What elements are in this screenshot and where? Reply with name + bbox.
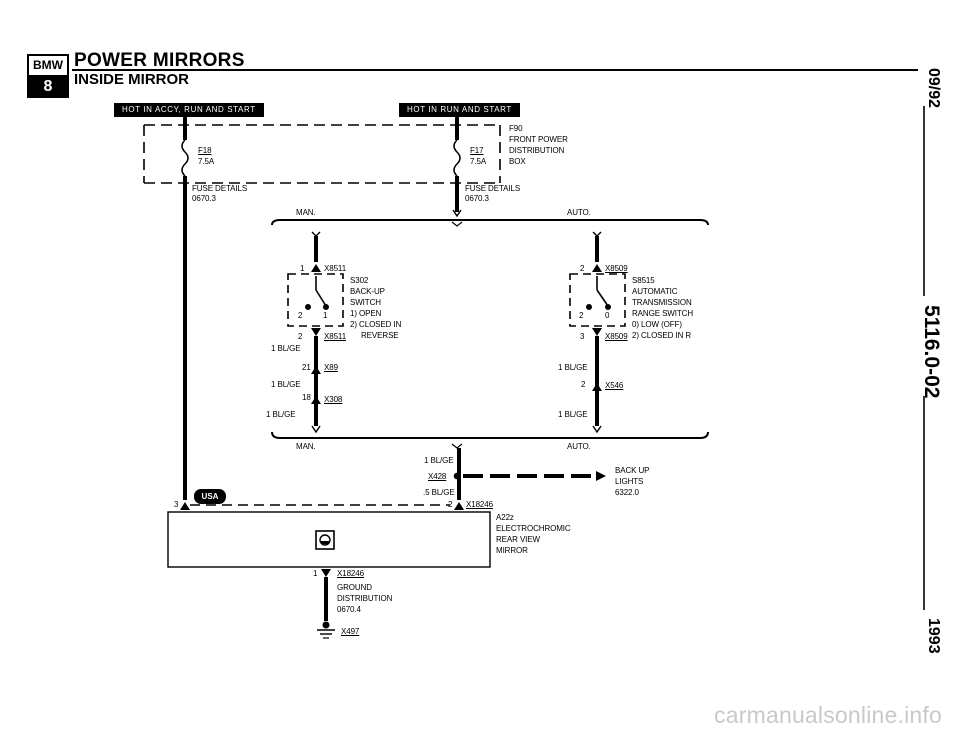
man-wire2: 1 BL/GE [271,380,301,389]
man-pin18: 18 [302,393,311,402]
man-switch-pos2: 2) CLOSED IN [350,320,402,329]
watermark: carmanualsonline.info [714,702,942,728]
man-x89: X89 [324,363,338,372]
man-switch-line2: SWITCH [350,298,381,307]
side-code: 5116.0-02 [920,305,943,399]
man-x308: X308 [324,395,343,404]
auto-wire1: 1 BL/GE [558,363,588,372]
backup-lights-ref: 6322.0 [615,488,639,497]
auto-pin2: 2 [581,380,586,389]
right-feed-wire [452,117,462,218]
ground-point: X497 [341,627,360,636]
auto-conn-top-pin: 2 [580,264,585,273]
fuse-f18-rating: 7.5A [198,157,215,166]
mirror-box [167,511,491,568]
junction-conn: X18246 [466,500,493,509]
label-auto-top: AUTO. [567,208,591,217]
man-wire3: 1 BL/GE [266,410,296,419]
left-feed-wire [181,117,189,500]
mirror-id: A22z [496,513,514,522]
man-pin21: 21 [302,363,311,372]
man-switch-inner-left: 2 [298,311,303,320]
ground-wire [317,569,335,639]
auto-switch-inner-right: 0 [605,311,610,320]
man-switch-id: S302 [350,276,369,285]
fuse-box-line2: DISTRIBUTION [509,146,565,155]
logo-top: BMW [29,56,67,77]
label-auto-bottom: AUTO. [567,442,591,451]
man-switch-line1: BACK-UP [350,287,385,296]
junction-x428: X428 [428,472,447,481]
ground-line1: GROUND [337,583,372,592]
fuse-details-right: FUSE DETAILS [465,184,521,193]
fuse-details-left: FUSE DETAILS [192,184,248,193]
man-conn-top-pin: 1 [300,264,305,273]
man-conn-top: X8511 [324,264,347,273]
auto-switch-line2: TRANSMISSION [632,298,692,307]
hot-bar-right: HOT IN RUN AND START [399,103,520,117]
auto-wire2: 1 BL/GE [558,410,588,419]
usa-badge: USA [194,489,226,504]
fuse-details-right-ref: 0670.3 [465,194,489,203]
mirror-line1: ELECTROCHROMIC [496,524,571,533]
fuse-f17-rating: 7.5A [470,157,487,166]
auto-switch-line3: RANGE SWITCH [632,309,694,318]
ground-ref: 0670.4 [337,605,361,614]
side-date: 09/92 [925,68,942,109]
ground-pin: 1 [313,569,318,578]
fuse-box-id: F90 [509,124,523,133]
auto-conn-bottom: X8509 [605,332,628,341]
bottom-branch-bus [271,431,709,449]
auto-switch-stack [569,231,626,434]
man-switch-inner-right: 1 [323,311,328,320]
man-switch-stack [287,231,344,434]
auto-conn-bottom-pin: 3 [580,332,585,341]
junction-wire-top: 1 BL/GE [424,456,454,465]
auto-switch-pos2: 2) CLOSED IN R [632,331,692,340]
auto-conn-top: X8509 [605,264,628,273]
bmw-8-logo: BMW 8 [27,54,69,98]
page-title: POWER MIRRORS [74,50,245,71]
side-year: 1993 [925,618,942,654]
fuse-box [143,124,501,184]
man-switch-pos1: 1) OPEN [350,309,382,318]
usa-wire [180,502,450,510]
auto-switch-pos0: 0) LOW (OFF) [632,320,682,329]
label-man-top: MAN. [296,208,316,217]
label-man-bottom: MAN. [296,442,316,451]
auto-x546: X546 [605,381,624,390]
mirror-line2: REAR VIEW [496,535,540,544]
fuse-details-left-ref: 0670.3 [192,194,216,203]
man-wire1: 1 BL/GE [271,344,301,353]
page-subtitle: INSIDE MIRROR [74,71,190,88]
top-branch-bus [271,219,709,227]
hot-bar-left: HOT IN ACCY, RUN AND START [114,103,264,117]
auto-switch-inner-left: 2 [579,311,584,320]
mirror-icon [315,530,335,550]
auto-switch-line1: AUTOMATIC [632,287,678,296]
junction-wire [453,448,606,510]
ground-conn: X18246 [337,569,364,578]
fuse-f18-name: F18 [198,146,212,155]
mirror-line3: MIRROR [496,546,528,555]
fuse-box-line1: FRONT POWER [509,135,568,144]
logo-bottom: 8 [29,77,67,96]
auto-switch-id: S8515 [632,276,655,285]
fuse-box-line3: BOX [509,157,526,166]
man-conn-bottom-pin: 2 [298,332,303,341]
backup-lights-1: BACK UP [615,466,650,475]
junction-wire-bottom: .5 BL/GE [423,488,455,497]
man-conn-bottom: X8511 [324,332,347,341]
junction-pin: 2 [448,500,453,509]
mirror-left-pin: 3 [174,500,179,509]
man-switch-pos2b: REVERSE [361,331,399,340]
ground-line2: DISTRIBUTION [337,594,393,603]
backup-lights-2: LIGHTS [615,477,644,486]
fuse-f17-name: F17 [470,146,484,155]
